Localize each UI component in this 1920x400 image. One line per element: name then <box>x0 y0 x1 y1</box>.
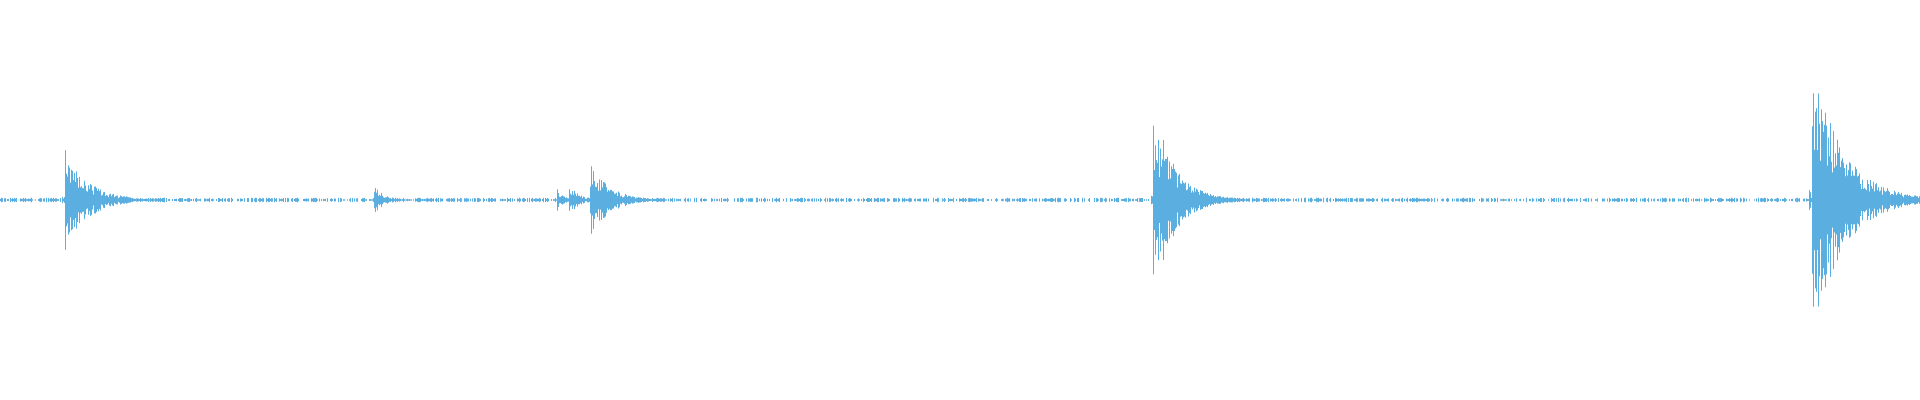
waveform-peaks <box>0 93 1920 307</box>
waveform-path <box>0 93 1920 307</box>
